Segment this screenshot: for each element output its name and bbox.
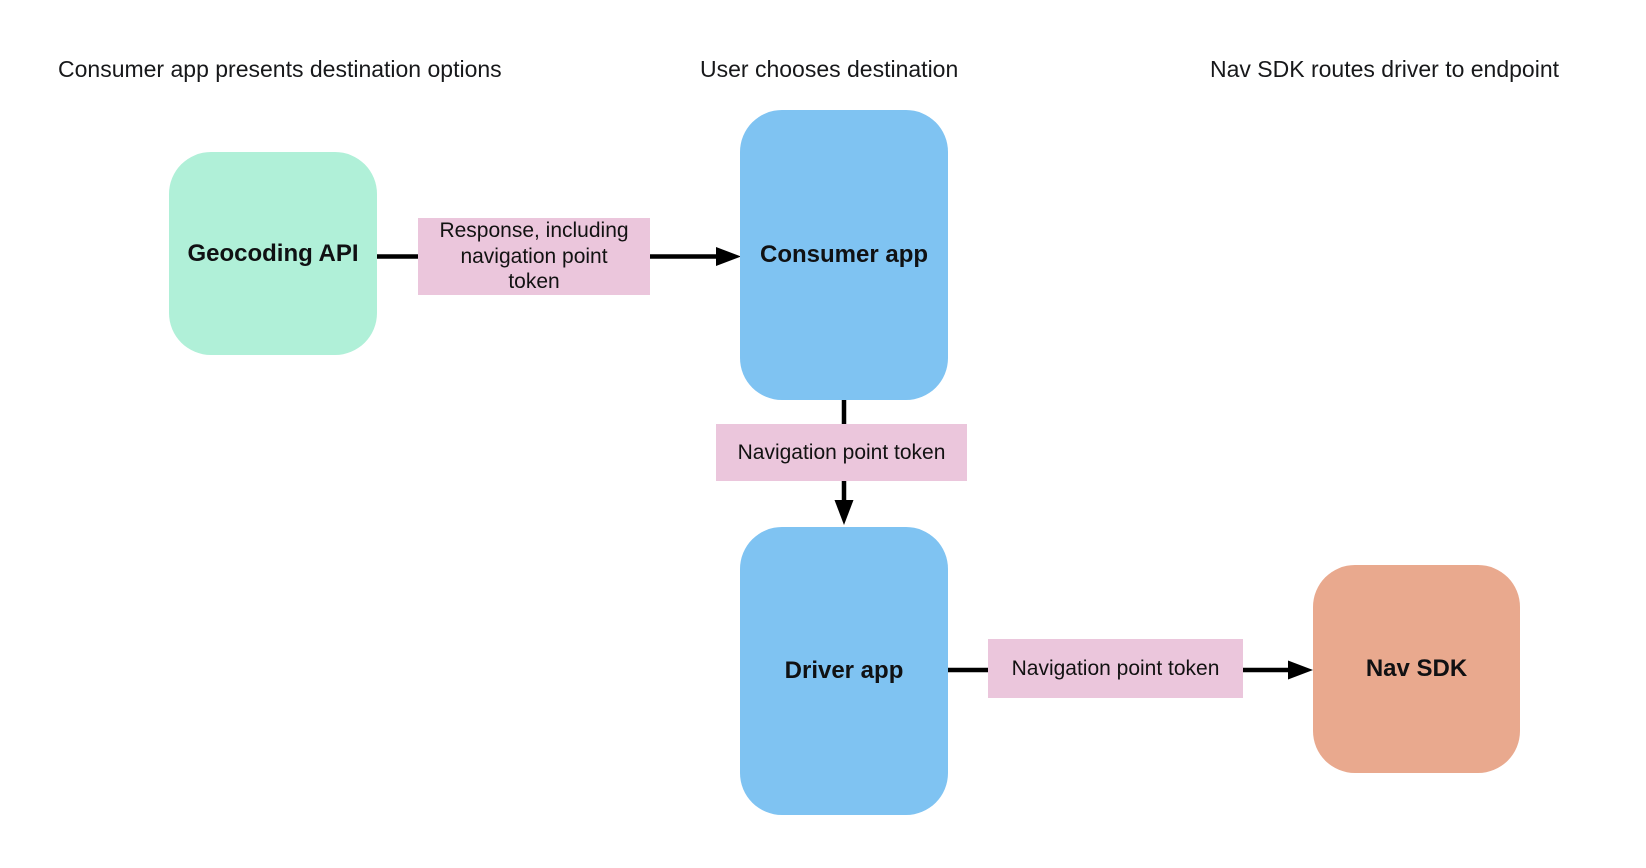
node-driver-app-label: Driver app [784, 657, 904, 684]
edge-label-response-including-token: Response, including navigation point tok… [418, 218, 650, 295]
column-header-navsdk-routes: Nav SDK routes driver to endpoint [1210, 56, 1560, 82]
column-header-consumer-presents: Consumer app presents destination option… [58, 56, 502, 82]
node-consumer-app-label: Consumer app [759, 241, 929, 268]
edge-label-navigation-point-token-vertical: Navigation point token [716, 424, 967, 481]
edge-label-navigation-point-token-horizontal: Navigation point token [988, 639, 1243, 698]
node-geocoding-api-label: Geocoding API [187, 239, 359, 267]
arrowhead-icon [716, 247, 741, 266]
node-nav-sdk: Nav SDK [1313, 565, 1520, 773]
node-consumer-app: Consumer app [740, 110, 948, 400]
column-header-user-chooses: User chooses destination [700, 56, 959, 82]
arrowhead-icon [834, 500, 854, 525]
node-driver-app: Driver app [740, 527, 948, 815]
node-nav-sdk-label: Nav SDK [1365, 655, 1468, 682]
arrowhead-icon [1288, 660, 1313, 680]
node-geocoding-api: Geocoding API [169, 152, 377, 355]
